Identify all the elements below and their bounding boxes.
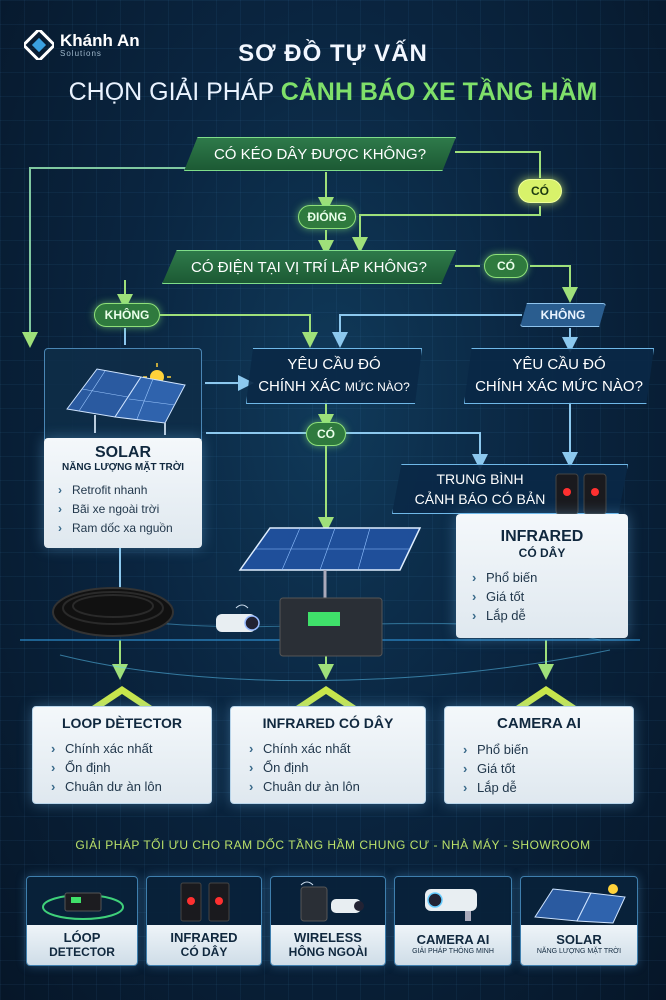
list-item: Lắp dễ <box>470 606 628 625</box>
infrared-title: INFRARED <box>500 528 584 545</box>
solar-card: SOLAR NĂNG LƯỢNG MẶT TRỜI Retrofit nhanh… <box>44 438 202 548</box>
tile-note: NĂNG LƯỢNG MẶT TRỜI <box>536 948 622 955</box>
tile-title: INFRARED <box>170 930 238 945</box>
subtitle-highlight: CẢNH BÁO XE TẦNG HẦM <box>280 78 598 106</box>
q3-yes-label: CÓ <box>306 422 346 446</box>
list-item: Chính xác nhất <box>247 739 425 758</box>
infrared-card: INFRARED CÓ DÂY Phổ biến Giá tốt Lắp dễ <box>456 514 628 638</box>
list-item: Giá tốt <box>470 587 628 606</box>
tile-caption: INFRARED CÓ DÂY <box>147 925 261 965</box>
medium-line2: CẢNH BÁO CÓ BẢN <box>414 491 546 507</box>
result-feature-list: Chính xác nhất Ổn định Chuân dư àn lôn <box>247 739 425 796</box>
q2-yes-label: CÓ <box>484 254 528 278</box>
list-item: Giá tốt <box>461 759 633 778</box>
result-feature-list: Chính xác nhất Ổn định Chuân dư àn lôn <box>49 739 211 796</box>
result-title: CAMERA AI <box>497 715 581 732</box>
controller-box-icon <box>279 597 383 657</box>
list-item: Phổ biến <box>461 740 633 759</box>
result-card-infrared: INFRARED CÓ DÂY Chính xác nhất Ổn định C… <box>230 706 426 804</box>
solar-feature-list: Retrofit nhanh Bãi xe ngoài trời Ram dốc… <box>56 481 202 538</box>
list-item: Chính xác nhất <box>49 739 211 758</box>
page-subtitle: CHỌN GIẢI PHÁP CẢNH BÁO XE TẦNG HẦM <box>0 78 666 107</box>
solar-subtitle: NĂNG LƯỢNG MẶT TRỜI <box>61 462 184 473</box>
question-accuracy-left: YÊU CẦU ĐÓ CHÍNH XÁC MỨC NÀO? <box>246 348 422 404</box>
subtitle-prefix: CHỌN GIẢI PHÁP <box>68 78 274 106</box>
tile-caption: LÓOP DETECTOR <box>27 925 137 965</box>
result-title: INFRARED CÓ DÂY <box>262 715 394 731</box>
list-item: Ổn định <box>247 758 425 777</box>
chevron-icon <box>92 686 152 706</box>
chevron-icon <box>296 686 356 706</box>
camera-icon <box>425 889 477 921</box>
camera-icon <box>216 604 260 632</box>
red-sensor-icon <box>180 882 230 922</box>
q3-line2-wrap: CHÍNH XÁC MỨC NÀO? <box>258 376 410 398</box>
tile-caption: WIRELESS HÔNG NGOÀI <box>271 925 385 965</box>
tile-camera-ai[interactable]: CAMERA AI GIẢI PHÁP THÔNG MINH <box>394 876 512 966</box>
tile-infrared[interactable]: INFRARED CÓ DÂY <box>146 876 262 966</box>
tile-solar[interactable]: SOLAR NĂNG LƯỢNG MẶT TRỜI <box>520 876 638 966</box>
question-power: CÓ ĐIỆN TẠI VỊ TRÍ LẮP KHÔNG? <box>162 250 456 284</box>
q3-line2b: MỨC NÀO? <box>344 380 410 394</box>
brand-sub: Solutions <box>60 48 102 58</box>
loop-detector-icon <box>42 892 124 920</box>
q2-no-label: KHÔNG <box>94 303 160 327</box>
solar-card-image <box>44 348 202 440</box>
list-item: Retrofit nhanh <box>56 481 202 500</box>
list-item: Phổ biến <box>470 568 628 587</box>
question-accuracy-right: YÊU CẦU ĐÓ CHÍNH XÁC MỨC NÀO? <box>464 348 654 404</box>
chevron-icon <box>516 686 576 706</box>
q4-line2: CHÍNH XÁC MỨC NÀO? <box>475 378 643 395</box>
list-item: Chuân dư àn lôn <box>247 777 425 796</box>
tile-title: SOLAR <box>556 932 602 947</box>
list-item: Ram dốc xa nguồn <box>56 519 202 538</box>
list-item: Lắp dễ <box>461 778 633 797</box>
question-wiring: CÓ KÉO DÂY ĐƯỢC KHÔNG? <box>184 137 456 171</box>
page-title: SƠ ĐỒ TỰ VẤN <box>238 40 428 67</box>
solar-panel-icon <box>534 884 626 924</box>
tile-subtitle: CÓ DÂY <box>180 945 228 959</box>
list-item: Ổn định <box>49 758 211 777</box>
infrared-subtitle: CÓ DÂY <box>518 546 566 560</box>
wireless-sensor-icon <box>300 881 364 922</box>
tile-subtitle: DETECTOR <box>49 945 115 959</box>
tile-title: WIRELESS <box>294 930 362 945</box>
result-title: LOOP DÈTECTOR <box>61 715 183 731</box>
cable-coil-icon <box>52 587 174 637</box>
tile-loop-detector[interactable]: LÓOP DETECTOR <box>26 876 138 966</box>
tile-caption: CAMERA AI GIẢI PHÁP THÔNG MINH <box>395 925 511 965</box>
right-no-label: KHÔNG <box>520 303 606 327</box>
tile-wireless[interactable]: WIRELESS HÔNG NGOÀI <box>270 876 386 966</box>
result-card-camera: CAMERA AI Phổ biến Giá tốt Lắp dễ <box>444 706 634 804</box>
infrared-feature-list: Phổ biến Giá tốt Lắp dễ <box>470 568 628 625</box>
q1-yes-label: CÓ <box>518 179 562 203</box>
q3-line1: YÊU CẦU ĐÓ <box>287 356 381 373</box>
q4-line1: YÊU CẦU ĐÓ <box>512 356 606 373</box>
tile-subtitle: HÔNG NGOÀI <box>288 945 368 959</box>
list-item: Bãi xe ngoài trời <box>56 500 202 519</box>
list-item: Chuân dư àn lôn <box>49 777 211 796</box>
tile-note: GIẢI PHÁP THÔNG MINH <box>412 948 494 955</box>
q3-line2: CHÍNH XÁC <box>258 378 341 395</box>
red-sensor-icon <box>555 473 607 515</box>
brand-name: Khánh An <box>60 30 140 50</box>
solar-title: SOLAR <box>95 444 151 461</box>
solutions-banner: GIẢI PHÁP TỐI ƯU CHO RAM DỐC TẦNG HẦM CH… <box>75 838 591 852</box>
brand-logo[interactable]: Khánh An Solutions <box>24 30 140 60</box>
solar-controller-illustration <box>238 527 422 657</box>
medium-line1: TRUNG BÌNH <box>436 471 524 487</box>
logo-mark-icon <box>24 30 54 60</box>
solar-panel-icon <box>66 363 186 435</box>
q1-no-label: ĐIÓNG <box>298 205 356 229</box>
result-feature-list: Phổ biến Giá tốt Lắp dễ <box>461 740 633 797</box>
tile-title: LÓOP <box>63 930 101 945</box>
tile-caption: SOLAR NĂNG LƯỢNG MẶT TRỜI <box>521 925 637 965</box>
tile-title: CAMERA AI <box>416 932 490 947</box>
result-card-loop: LOOP DÈTECTOR Chính xác nhất Ổn định Chu… <box>32 706 212 804</box>
